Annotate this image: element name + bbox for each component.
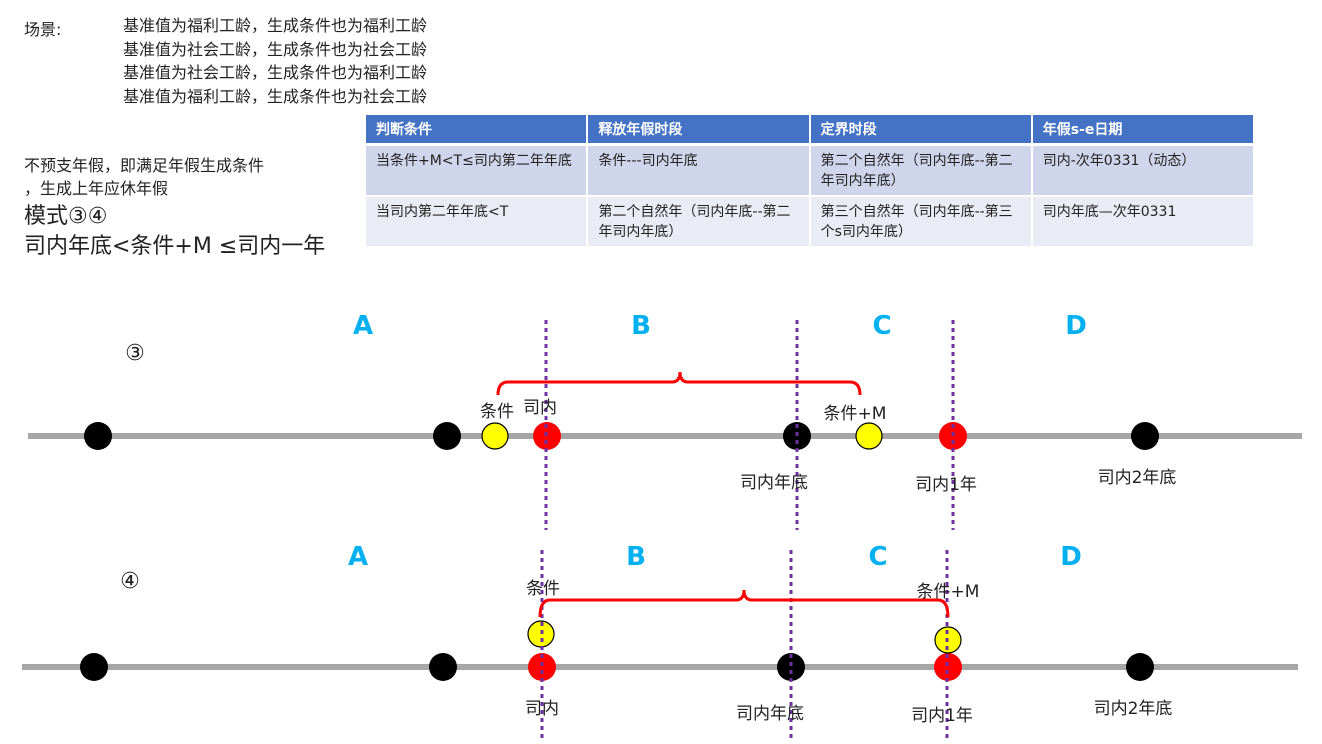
segment-label-d: D: [1060, 542, 1082, 572]
table-cell: 司内年底—次年0331: [1031, 196, 1256, 248]
table-row: 当条件+M<T≤司内第二年年底 条件---司内年底 第二个自然年（司内年底--第…: [366, 144, 1256, 197]
diagram-marker: ④: [120, 569, 140, 594]
label-yearEnd: 司内年底: [740, 473, 808, 493]
milestone-dot: [433, 422, 461, 450]
label-join: 司内: [525, 699, 559, 719]
table-cell: 当司内第二年年底<T: [366, 196, 589, 248]
scene-line: 基准值为福利工龄，生成条件也为福利工龄: [123, 16, 428, 35]
label-twoYear: 司内2年底: [1094, 699, 1173, 719]
table-cell: 第二个自然年（司内年底--第二年司内年底）: [809, 144, 1033, 197]
table-cell: 当条件+M<T≤司内第二年年底: [366, 144, 589, 197]
scene-lines: 基准值为福利工龄，生成条件也为福利工龄 基准值为社会工龄，生成条件也为社会工龄 …: [123, 14, 427, 108]
rules-table: 判断条件 释放年假时段 定界时段 年假s-e日期 当条件+M<T≤司内第二年年底…: [366, 115, 1256, 248]
scene-label: 场景:: [24, 20, 62, 39]
milestone-dot: [1126, 653, 1154, 681]
header-cell: 年假s-e日期: [1031, 115, 1256, 146]
note-line: 不预支年假，即满足年假生成条件: [24, 156, 265, 175]
label-cond: 条件: [526, 579, 560, 599]
milestone-dot: [84, 422, 112, 450]
label-yearEnd: 司内年底: [736, 704, 804, 724]
mode-condition: 司内年底<条件+M ≤司内一年: [24, 234, 326, 259]
segment-label-a: A: [353, 311, 373, 341]
label-condM: 条件+M: [824, 404, 887, 424]
note: 不预支年假，即满足年假生成条件 ，生成上年应休年假: [24, 154, 264, 200]
header-cell: 释放年假时段: [587, 115, 811, 146]
scene-line: 基准值为社会工龄，生成条件也为社会工龄: [123, 39, 428, 59]
segment-label-c: C: [868, 542, 887, 572]
milestone-dot: [80, 653, 108, 681]
segment-label-b: B: [631, 311, 651, 341]
table-row: 当司内第二年年底<T 第二个自然年（司内年底--第二年司内年底） 第三个自然年（…: [366, 196, 1256, 248]
header-cell: 判断条件: [366, 115, 589, 146]
label-oneYear: 司内1年: [911, 706, 973, 726]
milestone-dot: [777, 653, 805, 681]
condition-dot: [855, 422, 883, 450]
join-dot: [528, 653, 556, 681]
milestone-dot: [1131, 422, 1159, 450]
period-brace: [538, 589, 950, 618]
mode-block: 模式③④ 司内年底<条件+M ≤司内一年: [24, 202, 344, 262]
segment-label-d: D: [1065, 311, 1087, 341]
scene-line: 基准值为福利工龄，生成条件也为社会工龄: [123, 86, 428, 106]
note-line: ，生成上年应休年假: [24, 179, 169, 198]
label-condM: 条件+M: [917, 582, 980, 602]
diagram-marker: ③: [125, 341, 145, 366]
scene-line: 基准值为社会工龄，生成条件也为福利工龄: [123, 63, 428, 82]
label-twoYear: 司内2年底: [1098, 468, 1177, 488]
condition-dot: [481, 422, 509, 450]
label-cond: 条件: [480, 402, 514, 422]
segment-label-b: B: [626, 542, 646, 572]
header-cell: 定界时段: [809, 115, 1033, 146]
table-cell: 司内-次年0331（动态）: [1031, 144, 1256, 197]
table-cell: 第三个自然年（司内年底--第三个s司内年底）: [809, 196, 1033, 248]
table-cell: 第二个自然年（司内年底--第二年司内年底）: [587, 196, 811, 248]
label-oneYear: 司内1年: [915, 475, 977, 495]
segment-label-c: C: [872, 311, 891, 341]
segment-label-a: A: [348, 542, 368, 572]
label-join: 司内: [523, 398, 557, 418]
period-brace: [496, 371, 862, 396]
mode-title: 模式③④: [24, 204, 108, 229]
table-cell: 条件---司内年底: [587, 144, 811, 197]
join-dot: [934, 653, 962, 681]
milestone-dot: [429, 653, 457, 681]
